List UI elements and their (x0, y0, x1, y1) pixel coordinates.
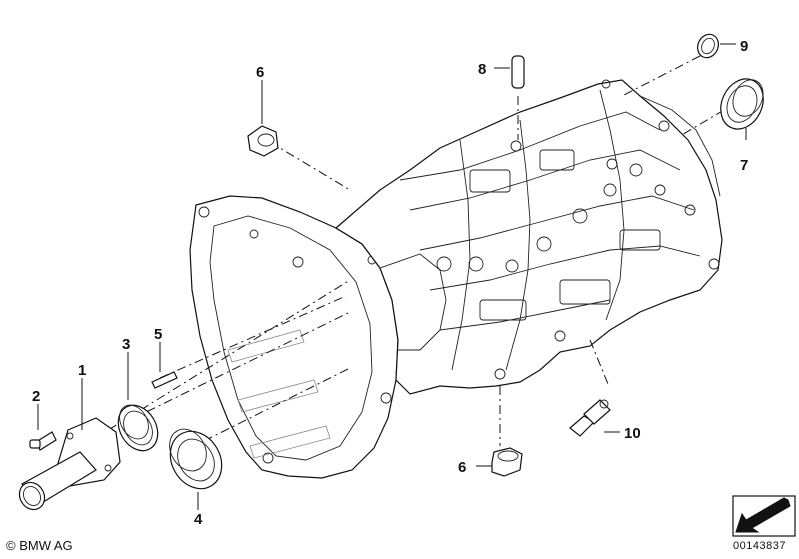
part-sensor (569, 399, 611, 437)
part-radial-seal (720, 78, 764, 130)
leader-lines (37, 43, 747, 510)
callout-10: 10 (624, 425, 641, 442)
part-shaft-seal (117, 404, 159, 452)
callout-1: 1 (78, 362, 86, 379)
callout-7: 7 (740, 157, 748, 174)
callout-5: 5 (154, 326, 162, 343)
part-shim-ring (697, 33, 719, 59)
orientation-arrow-icon (735, 497, 791, 533)
part-screw-plug-top (247, 125, 279, 157)
callout-6-top: 6 (256, 64, 264, 81)
callout-4: 4 (194, 511, 203, 528)
transmission-housing (189, 79, 723, 479)
callout-6-bottom: 6 (458, 459, 466, 476)
part-screw (29, 431, 57, 451)
callout-2: 2 (32, 388, 40, 405)
orientation-arrow-box (732, 495, 796, 537)
part-seal-ring (169, 428, 223, 490)
part-screw-plug-bottom (491, 447, 523, 477)
document-number: 00143837 (733, 540, 786, 552)
callout-labels: 1 2 3 4 5 6 6 7 8 9 10 (32, 38, 748, 528)
part-guide-tube (18, 417, 121, 511)
callout-8: 8 (478, 61, 486, 78)
copyright-text: © BMW AG (6, 538, 73, 553)
part-pin (511, 55, 525, 89)
callout-9: 9 (740, 38, 748, 55)
callout-3: 3 (122, 336, 130, 353)
part-dowel-pin (151, 371, 178, 389)
